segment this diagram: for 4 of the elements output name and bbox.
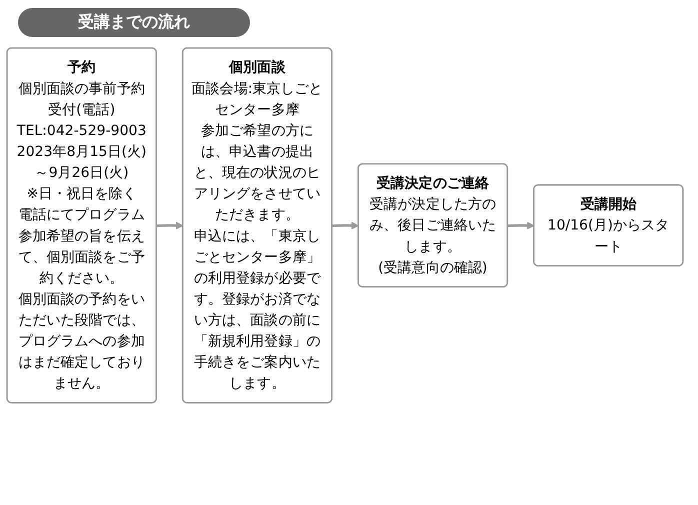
arrow bbox=[156, 222, 184, 230]
arrow bbox=[508, 222, 535, 230]
arrow bbox=[332, 222, 359, 230]
title-banner: 受講までの流れ bbox=[18, 8, 250, 37]
